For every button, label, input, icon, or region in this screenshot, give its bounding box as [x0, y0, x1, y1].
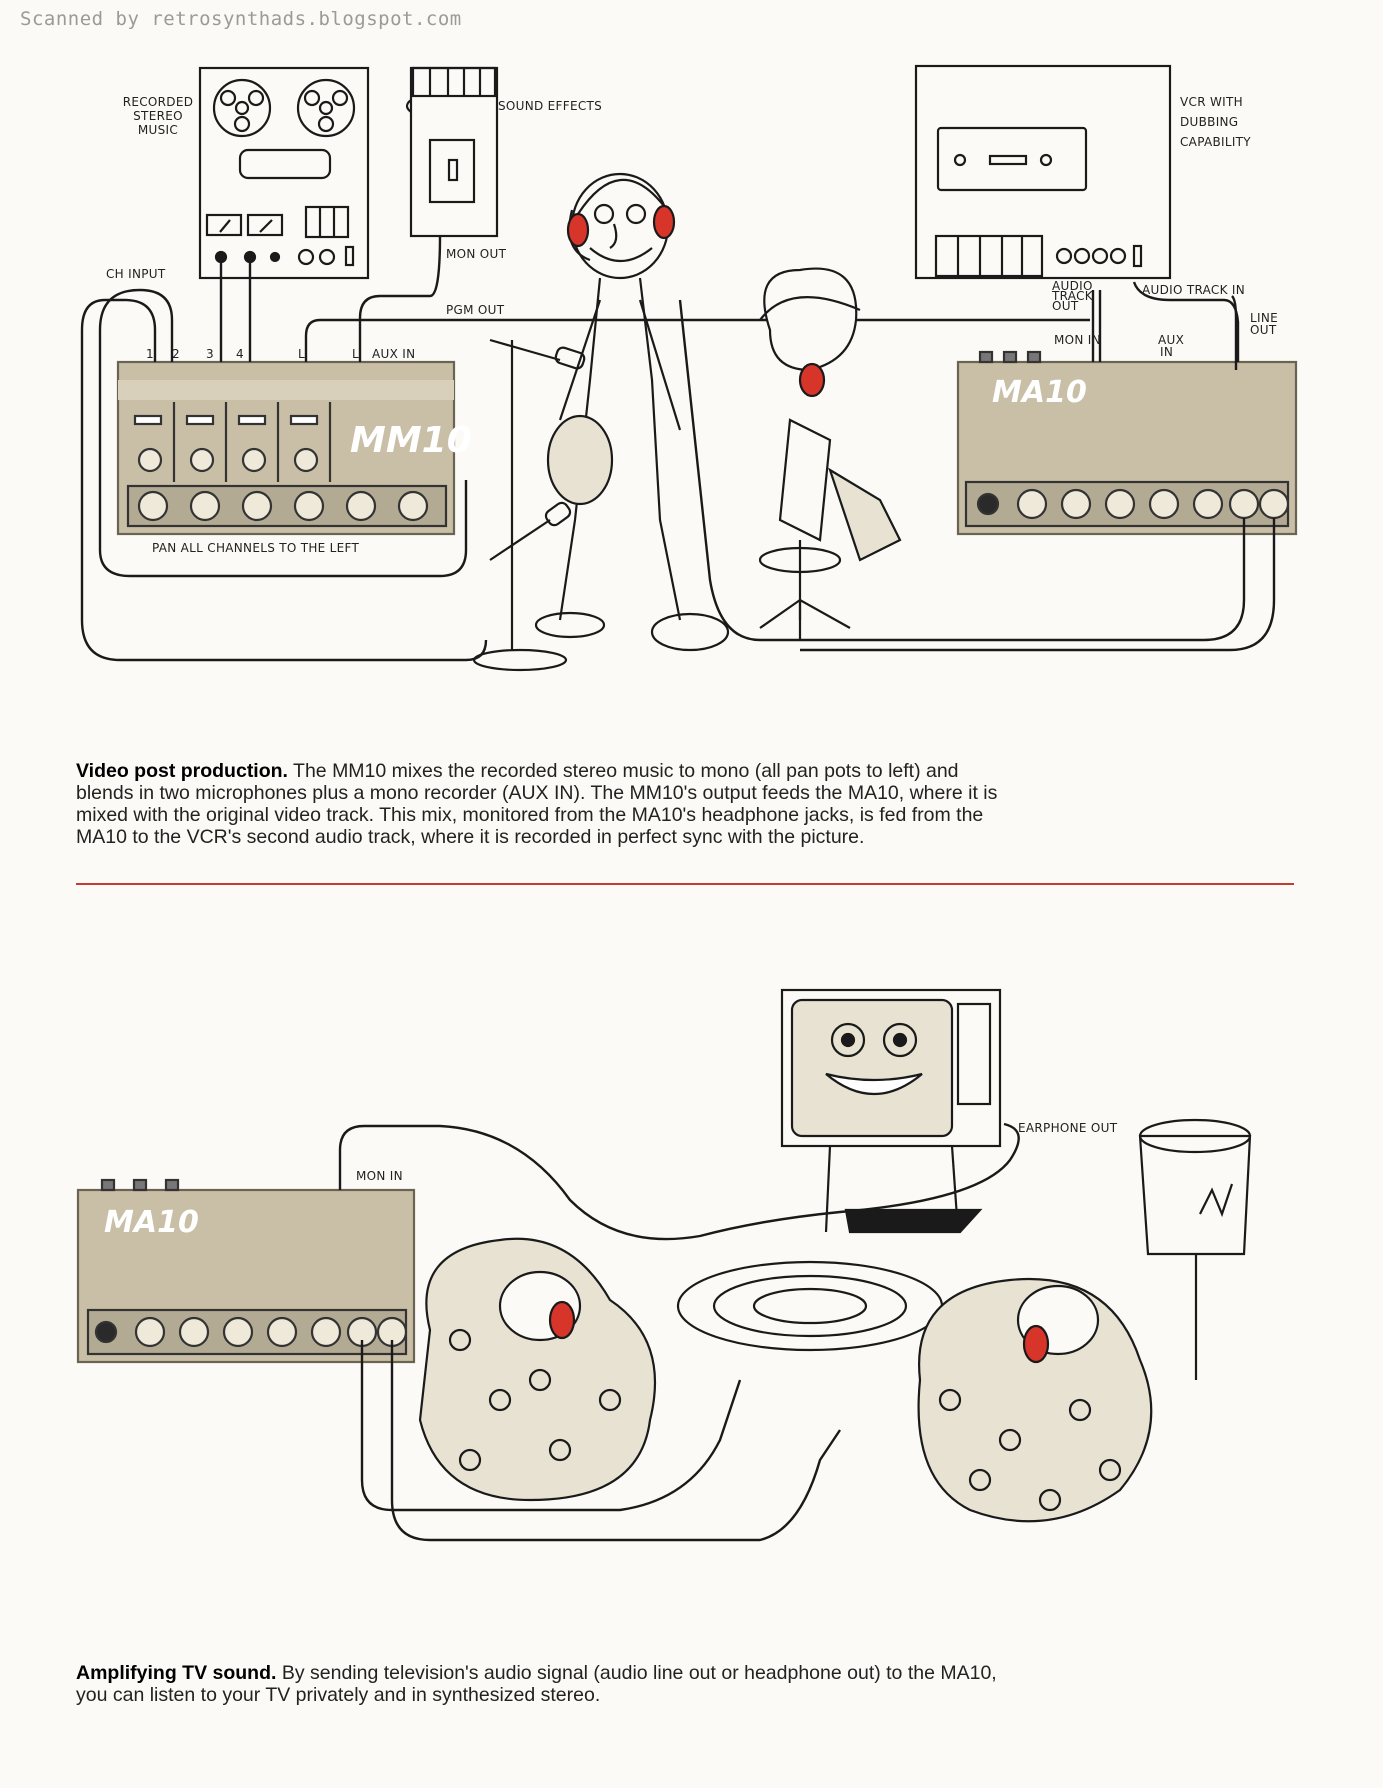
left-listener-headphone: [548, 1300, 576, 1340]
bottom-caption-body: By sending television's audio signal (au…: [76, 1662, 997, 1706]
seated-engineer-figure: [758, 267, 902, 640]
label-stereo: STEREO: [133, 109, 183, 123]
top-cables: [80, 235, 1276, 662]
sound-effects-recorder: [405, 66, 499, 238]
section-divider: [76, 883, 1294, 885]
right-listener-headphone: [1022, 1324, 1050, 1364]
top-labels: RECORDED STEREO MUSIC SOUND EFFECTS VCR …: [106, 95, 1278, 555]
label-ch-input: CH INPUT: [106, 267, 166, 281]
ma10-top-brand-text: MA10: [992, 375, 1087, 410]
headphone-cup-left: [566, 212, 590, 248]
top-caption-body: The MM10 mixes the recorded stereo music…: [76, 760, 998, 848]
label-audio-track-in: AUDIO TRACK IN: [1142, 283, 1245, 297]
label-audio-track-out-3: OUT: [1052, 299, 1079, 313]
bottom-cables: [338, 1122, 1020, 1542]
bottom-caption-title: Amplifying TV sound.: [76, 1662, 277, 1684]
headphone-cup-right: [652, 204, 676, 240]
label-mon-out: MON OUT: [446, 247, 507, 261]
floor-lamp: [1138, 1118, 1252, 1380]
label-pgm-l: L: [298, 347, 305, 361]
ma10-bottom-brand-text: MA10: [104, 1205, 199, 1240]
label-aux-in-left: AUX IN: [372, 347, 415, 361]
label-line-out-1: LINE: [1250, 311, 1278, 325]
scan-credit: Scanned by retrosynthads.blogspot.com: [20, 8, 462, 30]
bottom-labels: MON IN EARPHONE OUT: [356, 1121, 1118, 1183]
vcr-deck: [914, 64, 1172, 280]
label-ch-2: 2: [172, 347, 180, 361]
label-ch-1: 1: [146, 347, 154, 361]
label-recorded: RECORDED: [123, 95, 194, 109]
mm10-brand-text: MM10: [350, 420, 472, 461]
top-caption: Video post production. The MM10 mixes th…: [76, 760, 1016, 848]
label-mon-in-bottom: MON IN: [356, 1169, 403, 1183]
label-line-out-2: OUT: [1250, 323, 1277, 337]
label-aux-l: L: [352, 347, 359, 361]
label-vcr-line2: DUBBING: [1180, 115, 1238, 129]
label-music: MUSIC: [138, 123, 178, 137]
microphone-stands: [472, 338, 586, 672]
label-earphone-out: EARPHONE OUT: [1018, 1121, 1118, 1135]
label-vcr-line3: CAPABILITY: [1180, 135, 1251, 149]
top-caption-title: Video post production.: [76, 760, 288, 782]
mm10-mixer: MM10: [116, 360, 472, 536]
standing-man-figure: [534, 172, 730, 652]
label-ch-4: 4: [236, 347, 244, 361]
label-aux-in-right-1: AUX: [1158, 333, 1184, 347]
bottom-diagram: MA10 MON IN: [76, 988, 1252, 1542]
label-vcr-line1: VCR WITH: [1180, 95, 1243, 109]
ma10-amplifier-top: MA10: [956, 350, 1298, 536]
television: [780, 988, 1002, 1234]
reel-to-reel-deck: [198, 66, 370, 280]
ma10-amplifier-bottom: MA10: [76, 1178, 416, 1364]
right-armchair-listener: [917, 1277, 1153, 1523]
engineer-headphone-cup: [798, 362, 826, 398]
label-audio-track-out-2: TRACK: [1051, 289, 1094, 303]
label-audio-track-out-1: AUDIO: [1052, 279, 1093, 293]
label-pgm-out: PGM OUT: [446, 303, 505, 317]
label-pan-note: PAN ALL CHANNELS TO THE LEFT: [152, 541, 360, 555]
top-diagram: MM10 MA10: [80, 64, 1298, 672]
label-mon-in-top: MON IN: [1054, 333, 1101, 347]
rug: [676, 1260, 944, 1352]
label-sound-effects: SOUND EFFECTS: [498, 99, 602, 113]
bottom-caption: Amplifying TV sound. By sending televisi…: [76, 1662, 1016, 1706]
label-aux-in-right-2: IN: [1160, 345, 1173, 359]
left-armchair-listener: [418, 1237, 657, 1502]
label-ch-3: 3: [206, 347, 214, 361]
